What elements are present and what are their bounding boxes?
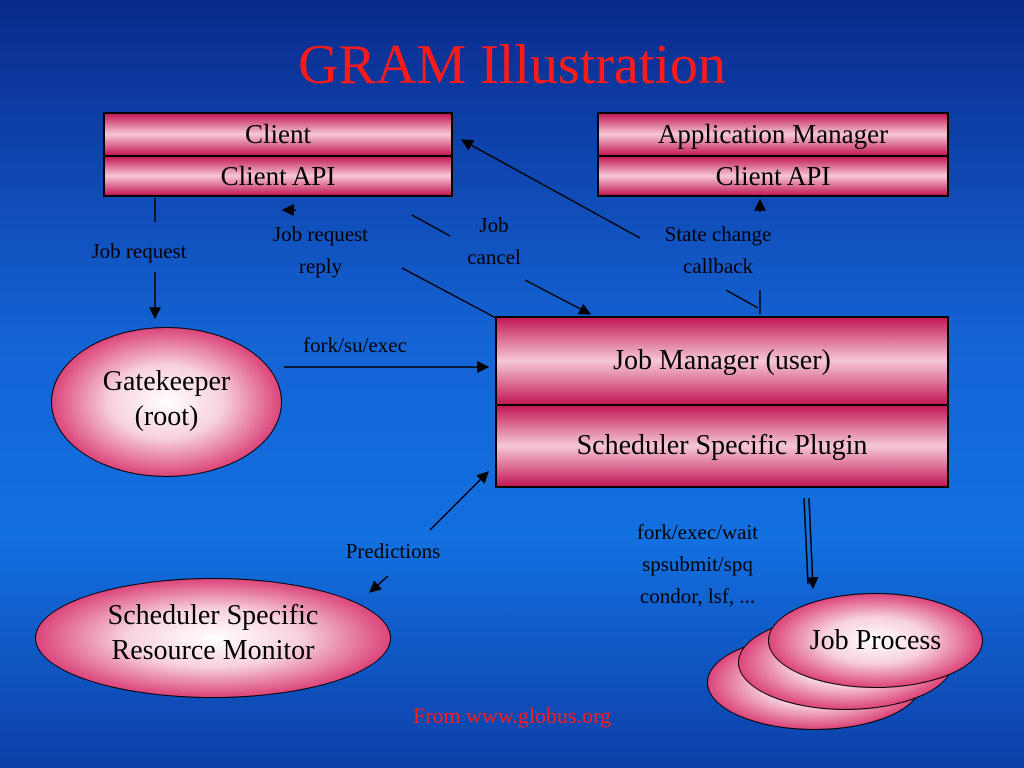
label-predictions: Predictions	[345, 539, 441, 563]
label-job-cancel-2: cancel	[467, 245, 521, 269]
client-api-label: Client API	[105, 155, 451, 195]
arrow-cancel-head	[524, 279, 592, 315]
job-manager-label: Job Manager (user)	[497, 318, 947, 404]
label-job-request-reply-2: reply	[298, 254, 343, 278]
resource-monitor-ellipse	[35, 578, 391, 698]
job-process-label: Job Process	[809, 625, 942, 656]
label-condor: condor, lsf, ...	[639, 584, 756, 608]
job-manager-box: Job Manager (user) Scheduler Specific Pl…	[495, 316, 949, 488]
gatekeeper-text: Gatekeeper (root)	[51, 364, 282, 434]
resource-monitor-line2: Resource Monitor	[111, 635, 315, 666]
client-label: Client	[105, 114, 451, 155]
label-fork-su-exec: fork/su/exec	[303, 333, 407, 357]
arrow-predictions-down	[369, 575, 389, 593]
label-state-change-1: State change	[664, 222, 772, 246]
arrow-predictions-up	[429, 471, 489, 531]
gatekeeper-line2: (root)	[134, 401, 199, 432]
slide-title: GRAM Illustration	[298, 34, 726, 96]
arrow-state-lower-1	[725, 289, 759, 309]
job-process-ellipse	[768, 593, 983, 688]
arrow-job-process-a	[803, 497, 809, 585]
gatekeeper-ellipse	[51, 327, 282, 477]
resource-monitor-line1: Scheduler Specific	[107, 600, 319, 631]
label-job-request-reply-1: Job request	[272, 222, 369, 246]
scheduler-plugin-label: Scheduler Specific Plugin	[497, 404, 947, 486]
client-box: Client Client API	[103, 112, 453, 197]
application-manager-label: Application Manager	[599, 114, 947, 155]
label-spsubmit: spsubmit/spq	[642, 552, 753, 576]
resource-monitor-text: Scheduler Specific Resource Monitor	[35, 598, 391, 668]
arrow-reply-tail	[401, 267, 497, 319]
gatekeeper-line1: Gatekeeper	[102, 366, 231, 397]
arrow-state-upper	[460, 139, 641, 239]
application-manager-box: Application Manager Client API	[597, 112, 949, 197]
label-state-change-2: callback	[683, 254, 753, 278]
footer-source: From www.globus.org	[412, 703, 611, 728]
label-job-cancel-1: Job	[479, 213, 509, 237]
arrow-job-process-b	[806, 497, 819, 590]
label-fork-exec-wait: fork/exec/wait	[636, 520, 759, 544]
label-job-request: Job request	[91, 239, 187, 263]
appmgr-client-api-label: Client API	[599, 155, 947, 195]
arrow-cancel-tail	[411, 214, 451, 237]
